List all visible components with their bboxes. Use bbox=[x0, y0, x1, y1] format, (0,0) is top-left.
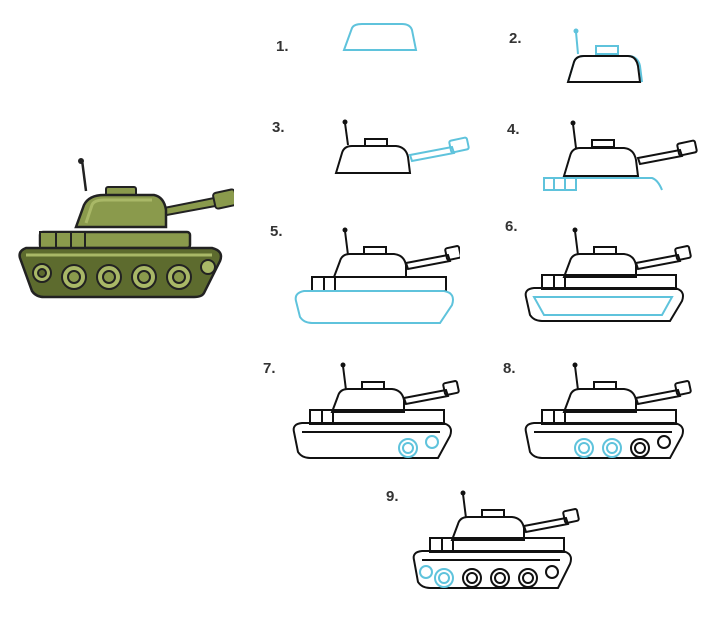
step-3-drawing bbox=[330, 115, 480, 180]
step-1-drawing bbox=[340, 20, 420, 56]
step-5-label: 5. bbox=[270, 223, 283, 240]
finished-tank-illustration bbox=[14, 155, 234, 300]
step-9-drawing bbox=[408, 488, 583, 598]
step-6-label: 6. bbox=[505, 218, 518, 235]
step-2-drawing bbox=[562, 26, 652, 88]
step-1-label: 1. bbox=[276, 38, 289, 55]
step-6-drawing bbox=[520, 225, 695, 330]
step-8-label: 8. bbox=[503, 360, 516, 377]
colored-tank-svg bbox=[18, 158, 234, 299]
step-2-label: 2. bbox=[509, 30, 522, 47]
step-7-drawing bbox=[288, 360, 463, 465]
step-4-label: 4. bbox=[507, 121, 520, 138]
step-3-label: 3. bbox=[272, 119, 285, 136]
step-4-drawing bbox=[540, 118, 700, 196]
step-9-label: 9. bbox=[386, 488, 399, 505]
step-5-drawing bbox=[290, 225, 460, 330]
step-8-drawing bbox=[520, 360, 695, 465]
step-7-label: 7. bbox=[263, 360, 276, 377]
